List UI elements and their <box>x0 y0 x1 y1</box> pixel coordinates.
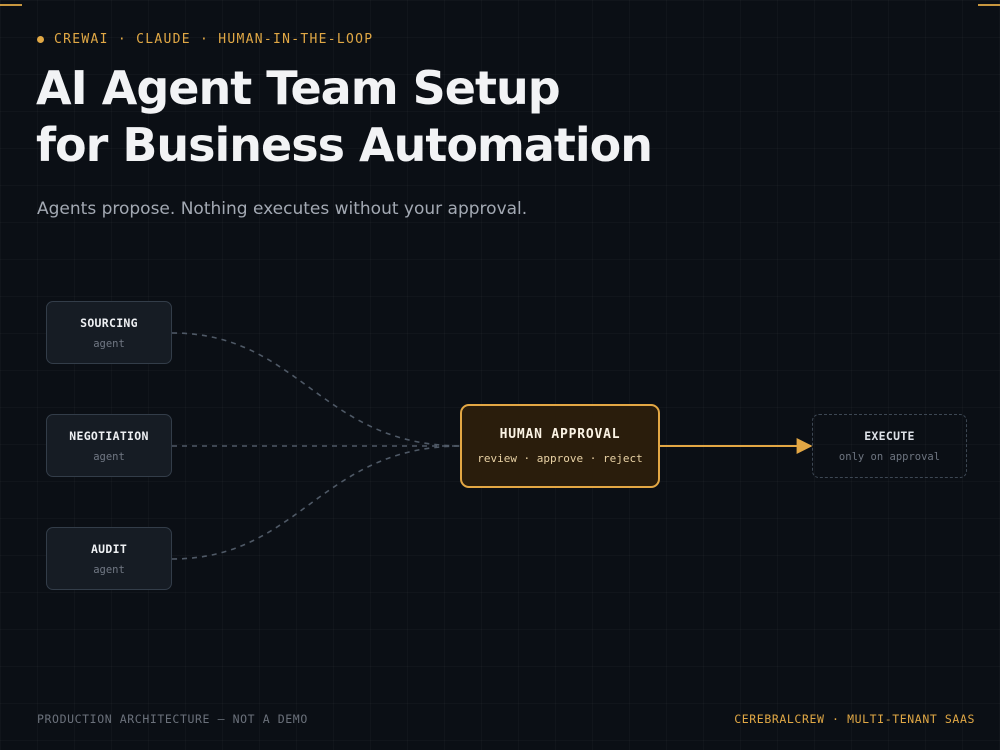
agent-node-label: SOURCING <box>80 315 138 330</box>
corner-accent-left <box>0 4 22 6</box>
footer-left-text: PRODUCTION ARCHITECTURE — NOT A DEMO <box>37 712 308 726</box>
page-title-line-2: for Business Automation <box>36 118 653 172</box>
page-title-line-1: AI Agent Team Setup <box>36 61 561 115</box>
status-dot-icon <box>37 36 44 43</box>
agent-node-sublabel: agent <box>93 563 125 576</box>
agent-node-sourcing: SOURCING agent <box>46 301 172 364</box>
execute-node: EXECUTE only on approval <box>812 414 967 478</box>
agent-node-audit: AUDIT agent <box>46 527 172 590</box>
eyebrow-text: CREWAI · CLAUDE · HUMAN-IN-THE-LOOP <box>54 32 374 47</box>
agent-node-label: NEGOTIATION <box>69 428 149 443</box>
approval-node-label: HUMAN APPROVAL <box>499 427 621 442</box>
agent-node-sublabel: agent <box>93 337 125 350</box>
footer-right-text: CEREBRALCREW · MULTI-TENANT SAAS <box>734 712 975 726</box>
edge-audit-to-approval <box>171 445 461 560</box>
eyebrow-tags: CREWAI · CLAUDE · HUMAN-IN-THE-LOOP <box>37 32 373 47</box>
approval-node-sublabel: review · approve · reject <box>477 452 643 465</box>
edge-sourcing-to-approval <box>171 332 461 447</box>
page-title: AI Agent Team Setup for Business Automat… <box>36 60 936 174</box>
agent-node-negotiation: NEGOTIATION agent <box>46 414 172 477</box>
agent-node-label: AUDIT <box>90 541 128 556</box>
human-approval-node: HUMAN APPROVAL review · approve · reject <box>460 404 660 488</box>
corner-accent-right <box>978 4 1000 6</box>
execute-node-label: EXECUTE <box>864 429 915 443</box>
execute-node-sublabel: only on approval <box>838 451 941 463</box>
agent-node-sublabel: agent <box>93 450 125 463</box>
page-subtitle: Agents propose. Nothing executes without… <box>37 199 528 219</box>
